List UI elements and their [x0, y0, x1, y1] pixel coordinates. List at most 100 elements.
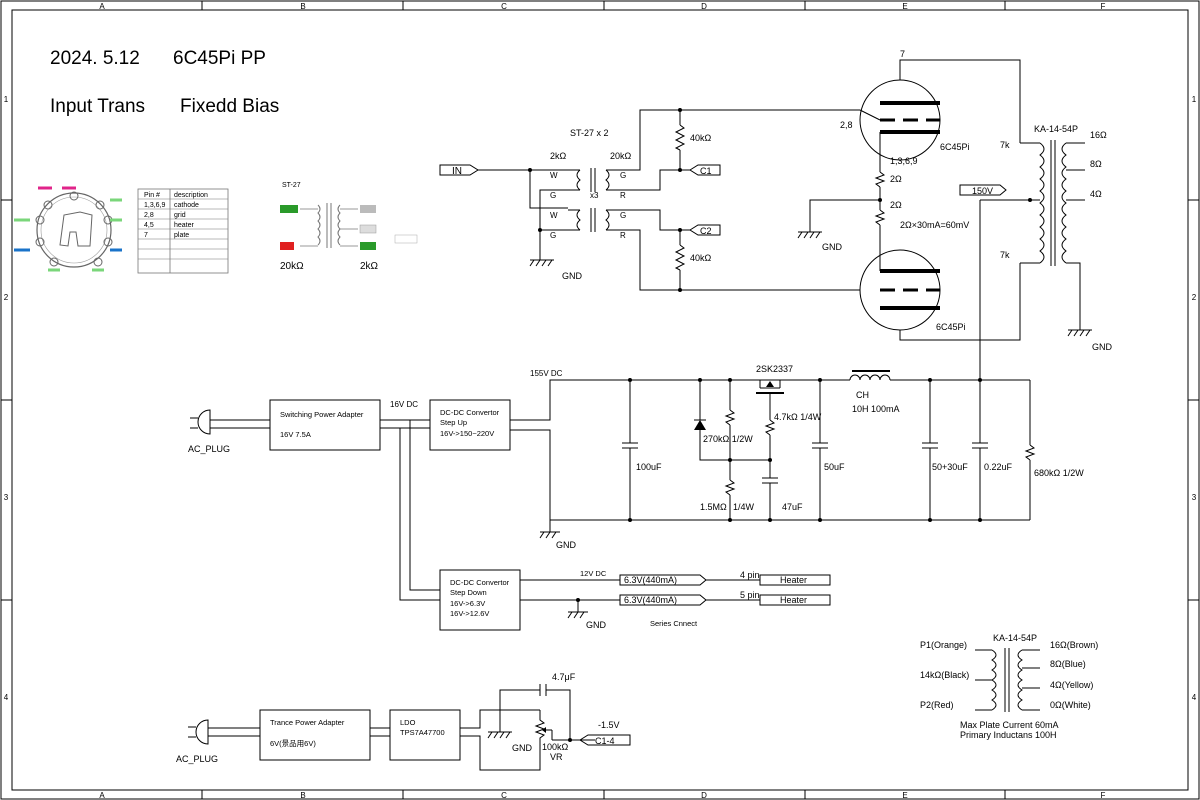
col-label-a: A [99, 2, 105, 11]
gnd-ps [539, 520, 560, 539]
pinout-row-1-desc: cathode [174, 202, 199, 209]
heater-flag-1[interactable] [619, 574, 707, 586]
in-flag[interactable] [439, 164, 479, 176]
ldo-box [389, 709, 461, 761]
cap-022u-label: 0.22uF [984, 462, 1013, 472]
r-270k [724, 378, 736, 480]
legend-s0: 0Ω(White) [1050, 700, 1091, 710]
pinout-row-2-pin: 2,8 [144, 212, 154, 219]
input-r-40k-bottom: 40kΩ [690, 253, 712, 263]
legend-trans-name: KA-14-54P [993, 633, 1037, 643]
bias-gnd-label: GND [512, 743, 533, 753]
pinout-row-3-desc: heater [174, 222, 195, 229]
legend-mid: 14kΩ(Black) [920, 670, 969, 680]
legend-s16: 16Ω(Brown) [1050, 640, 1098, 650]
b-plus-flag[interactable] [959, 184, 1007, 196]
col-label-d-bottom: D [701, 791, 707, 800]
output-transformer [979, 140, 1092, 378]
heater-flag-2[interactable] [619, 594, 707, 606]
heater-flag-2-label: 6.3V(440mA) [624, 595, 677, 605]
trance-adapter-spec: 6V(景品用6V) [270, 739, 316, 748]
heater-flag-1-label: 6.3V(440mA) [624, 575, 677, 585]
col-label-d: D [701, 2, 707, 11]
legend-p2: P2(Red) [920, 700, 954, 710]
tube-top-plate-pin: 7 [900, 49, 905, 59]
col-label-c-bottom: C [501, 791, 507, 800]
input-r-lower-sec: R [620, 231, 626, 240]
switching-adapter-spec: 16V 7.5A [280, 430, 311, 439]
series-connect: Series Cnnect [650, 619, 698, 628]
cathode-resistors [797, 160, 886, 250]
r-1m5 [724, 479, 736, 522]
r-1m5-label: 1.5MΩ [700, 502, 727, 512]
output-trans-name: KA-14-54P [1034, 124, 1078, 134]
v12dc-label: 12V DC [580, 569, 607, 578]
c1-4-flag-label: C1-4 [595, 736, 615, 746]
cap-50u [812, 378, 828, 522]
heater-box-1 [759, 574, 831, 586]
cap-100u [622, 378, 638, 522]
pinout-header-pin: Pin # [144, 192, 160, 199]
pinout-row-3-pin: 4,5 [144, 222, 154, 229]
trance-adapter-box [259, 709, 371, 761]
r-680k [1024, 380, 1036, 520]
choke [849, 370, 1030, 381]
heater-box-2 [759, 594, 831, 606]
output-gnd-label: GND [1092, 342, 1113, 352]
bias-volt-label: -1.5V [598, 720, 620, 730]
col-label-e: E [902, 2, 907, 11]
pinout-row-4-desc: plate [174, 232, 189, 239]
pot-vr[interactable] [534, 710, 595, 748]
gnd-ps-label: GND [556, 540, 577, 550]
c1-flag[interactable] [689, 164, 721, 176]
stepup-title: DC-DC Convertor [440, 408, 500, 417]
c2-flag[interactable] [689, 224, 721, 236]
ac-plug [190, 409, 270, 435]
input-g-upper-sec: G [620, 171, 626, 180]
choke-spec: 10H 100mA [852, 404, 900, 414]
v155dc-label: 155V DC [530, 369, 563, 378]
input-stage: IN ST-27 x 2 2kΩ 20kΩ GND W G W G G R G … [439, 108, 860, 292]
col-label-a-bottom: A [99, 791, 105, 800]
pinout-row-2-desc: grid [174, 212, 186, 219]
switching-adapter-title: Switching Power Adapter [280, 410, 364, 419]
pot-label: 100kΩ [542, 742, 569, 752]
transformer-legend [975, 648, 1040, 712]
ldo-label: LDO [400, 718, 416, 727]
heater-box-1-label: Heater [780, 575, 807, 585]
c1-flag-label: C1 [700, 166, 712, 176]
r-680k-label: 680kΩ 1/2W [1034, 468, 1084, 478]
trance-adapter-title: Trance Power Adapter [270, 718, 345, 727]
cap-50-30u [922, 378, 938, 522]
stepdown-sub: Step Down [450, 588, 487, 597]
cap-50u-label: 50uF [824, 462, 845, 472]
stepdown-range-2: 16V->12.6V [450, 609, 489, 618]
stepdown-title: DC-DC Convertor [450, 578, 510, 587]
cathode-gnd-label: GND [822, 242, 843, 252]
stepup-sub: Step Up [440, 418, 467, 427]
st27-detail-right-r: 2kΩ [360, 261, 379, 272]
r-1m5-watt: 1/4W [733, 502, 755, 512]
input-gnd-label: GND [562, 271, 583, 281]
tube-top-grid-pin: 2,8 [840, 120, 853, 130]
input-w-upper: W [550, 171, 558, 180]
input-transformer-lower [568, 208, 610, 232]
choke-label: CH [856, 390, 869, 400]
cap-100u-label: 100uF [636, 462, 662, 472]
output-pri-bottom: 7k [1000, 250, 1010, 260]
title-date: 2024. 5.12 [50, 48, 140, 69]
title-tube: 6C45Pi PP [173, 48, 266, 69]
zener-diode [694, 378, 770, 461]
c1-4-flag[interactable] [579, 734, 631, 746]
row-label-4-right: 4 [1192, 693, 1197, 702]
vr-label: VR [550, 752, 563, 762]
output-tap-8: 8Ω [1090, 159, 1102, 169]
col-label-f: F [1101, 2, 1106, 11]
ac-plug-bias [188, 719, 260, 745]
output-tap-4: 4Ω [1090, 189, 1102, 199]
tube-bottom [859, 249, 1021, 341]
heater-box-2-label: Heater [780, 595, 807, 605]
input-g-lower: G [550, 231, 556, 240]
r-270k-label: 270kΩ 1/2W [703, 434, 753, 444]
